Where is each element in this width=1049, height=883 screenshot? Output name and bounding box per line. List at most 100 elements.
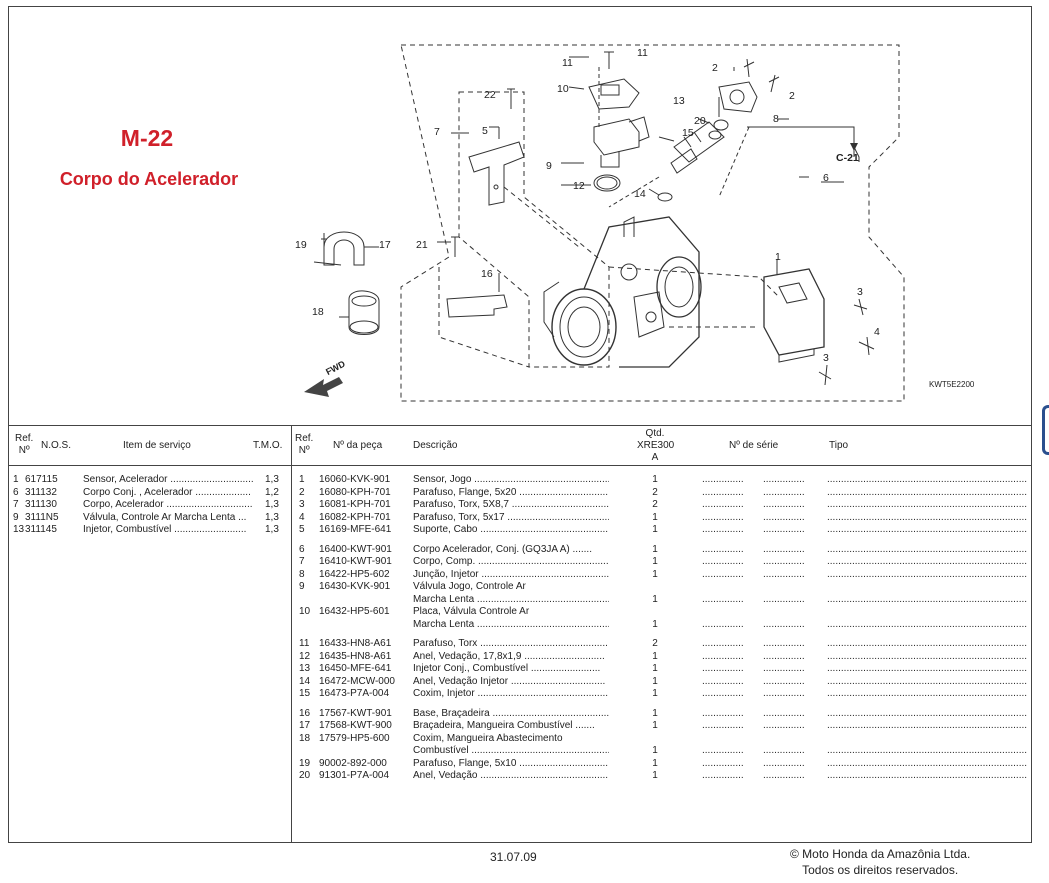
right-row-type: ........................................… bbox=[827, 770, 1027, 781]
right-row-qty: 2 bbox=[652, 499, 658, 510]
right-row-type: ........................................… bbox=[827, 638, 1027, 649]
right-row-serial-to: ............... bbox=[763, 707, 805, 719]
right-row-part: 16435-HN8-A61 bbox=[319, 650, 392, 662]
right-row-type: ........................................… bbox=[827, 757, 1027, 769]
callout-6: 6 bbox=[823, 172, 829, 184]
right-row-serial-from: ............... bbox=[702, 618, 744, 630]
right-row-qty: 1 bbox=[652, 618, 658, 630]
right-header-type: Tipo bbox=[829, 440, 849, 451]
right-row-type: ........................................… bbox=[827, 707, 1027, 719]
callout-5: 5 bbox=[482, 125, 488, 137]
right-row-serial-from: ............... bbox=[702, 486, 744, 498]
right-row-qty: 1 bbox=[652, 770, 658, 781]
left-header-tmo: T.M.O. bbox=[253, 440, 283, 451]
callout-16: 16 bbox=[481, 268, 493, 280]
right-row-qty: 1 bbox=[652, 707, 658, 719]
right-row-ref: 5 bbox=[299, 524, 305, 535]
callout-18: 18 bbox=[312, 306, 324, 318]
callout-15: 15 bbox=[682, 127, 694, 139]
right-header-qty: Qtd. XRE300 A bbox=[637, 428, 675, 463]
right-row-qty: 1 bbox=[652, 556, 658, 567]
right-row-type: ........................................… bbox=[827, 474, 1027, 485]
callout-2b: 2 bbox=[789, 90, 795, 102]
right-row-qty: 2 bbox=[652, 486, 658, 498]
right-row-serial-to: ............... bbox=[763, 568, 805, 580]
right-header-serial: Nº de série bbox=[729, 440, 779, 451]
left-row-tmo: 1,2 bbox=[265, 486, 279, 498]
callout-20: 20 bbox=[694, 115, 706, 127]
right-row-serial-from: ............... bbox=[702, 499, 744, 510]
right-row-type: ........................................… bbox=[827, 486, 1027, 498]
right-row-part: 16472-MCW-000 bbox=[319, 675, 395, 687]
right-row-serial-to: ............... bbox=[763, 770, 805, 781]
right-row-desc: Placa, Válvula Controle Ar bbox=[413, 606, 530, 617]
right-row-desc: Coxim, Mangueira Abastecimento bbox=[413, 732, 563, 744]
right-row-serial-to: ............... bbox=[763, 688, 805, 699]
callout-21: 21 bbox=[416, 239, 428, 251]
right-row-part: 16410-KWT-901 bbox=[319, 556, 392, 567]
right-row-desc: Coxim, Injetor .........................… bbox=[413, 688, 609, 699]
right-row-desc-cont: Combustível ............................… bbox=[413, 745, 609, 756]
section-tab[interactable] bbox=[1042, 405, 1049, 455]
right-row-serial-to: ............... bbox=[763, 675, 805, 687]
right-row-qty: 1 bbox=[652, 675, 658, 687]
right-row-serial-to: ............... bbox=[763, 663, 805, 674]
callout-9: 9 bbox=[546, 160, 552, 172]
right-row-part: 16473-P7A-004 bbox=[319, 688, 390, 699]
right-row-type: ........................................… bbox=[827, 511, 1027, 523]
left-row-ref: 7 bbox=[13, 499, 19, 510]
left-row-item: Injetor, Combustível ...................… bbox=[83, 524, 247, 535]
right-row-serial-to: ............... bbox=[763, 593, 805, 605]
right-row-type: ........................................… bbox=[827, 675, 1027, 687]
right-row-serial-from: ............... bbox=[702, 474, 744, 485]
right-row-ref: 1 bbox=[299, 474, 305, 485]
right-header-part: Nº da peça bbox=[333, 440, 383, 451]
right-row-qty: 1 bbox=[652, 688, 658, 699]
right-row-ref: 9 bbox=[299, 581, 305, 592]
right-row-serial-from: ............... bbox=[702, 556, 744, 567]
right-row-serial-to: ............... bbox=[763, 511, 805, 523]
right-row-part: 17567-KWT-901 bbox=[319, 707, 392, 719]
right-row-type: ........................................… bbox=[827, 720, 1027, 731]
right-row-qty: 1 bbox=[652, 568, 658, 580]
left-row-nos: 3111N5 bbox=[25, 511, 59, 523]
right-row-part: 16080-KPH-701 bbox=[319, 486, 391, 498]
right-row-serial-to: ............... bbox=[763, 745, 805, 756]
left-row-nos: 617115 bbox=[25, 474, 58, 485]
right-row-ref: 17 bbox=[299, 720, 311, 731]
right-row-part: 16433-HN8-A61 bbox=[319, 638, 392, 649]
right-row-qty: 1 bbox=[652, 757, 658, 769]
right-row-desc: Parafuso, Flange, 5x10 .................… bbox=[413, 757, 609, 769]
callout-11a: 11 bbox=[562, 57, 573, 69]
callout-3b: 3 bbox=[823, 352, 829, 364]
right-row-ref: 18 bbox=[299, 732, 311, 744]
right-row-ref: 13 bbox=[299, 663, 311, 674]
right-row-serial-from: ............... bbox=[702, 757, 744, 769]
callout-11b: 11 bbox=[637, 47, 648, 59]
right-row-serial-to: ............... bbox=[763, 650, 805, 662]
callout-12: 12 bbox=[573, 180, 585, 192]
diagram-code: KWT5E2200 bbox=[929, 380, 975, 389]
right-row-ref: 11 bbox=[299, 638, 310, 649]
left-row-tmo: 1,3 bbox=[265, 524, 279, 535]
left-row-item: Corpo, Acelerador ......................… bbox=[83, 499, 253, 510]
right-row-desc: Suporte, Cabo ..........................… bbox=[413, 524, 609, 535]
right-row-serial-from: ............... bbox=[702, 543, 744, 555]
callout-22: 22 bbox=[484, 89, 496, 101]
right-row-type: ........................................… bbox=[827, 568, 1027, 580]
right-row-part: 16450-MFE-641 bbox=[319, 663, 392, 674]
section-title: Corpo do Acelerador bbox=[59, 169, 239, 189]
right-row-serial-to: ............... bbox=[763, 499, 805, 510]
right-row-ref: 19 bbox=[299, 757, 311, 769]
right-row-type: ........................................… bbox=[827, 663, 1027, 674]
callout-14: 14 bbox=[634, 188, 646, 200]
ref-c21-label: C-21 bbox=[836, 152, 859, 164]
right-row-serial-from: ............... bbox=[702, 524, 744, 535]
right-row-part: 17568-KWT-900 bbox=[319, 720, 392, 731]
right-row-qty: 1 bbox=[652, 511, 658, 523]
right-row-serial-from: ............... bbox=[702, 720, 744, 731]
right-row-ref: 6 bbox=[299, 543, 305, 555]
right-row-part: 90002-892-000 bbox=[319, 757, 387, 769]
callout-8: 8 bbox=[773, 113, 779, 125]
callout-1: 1 bbox=[775, 251, 781, 263]
